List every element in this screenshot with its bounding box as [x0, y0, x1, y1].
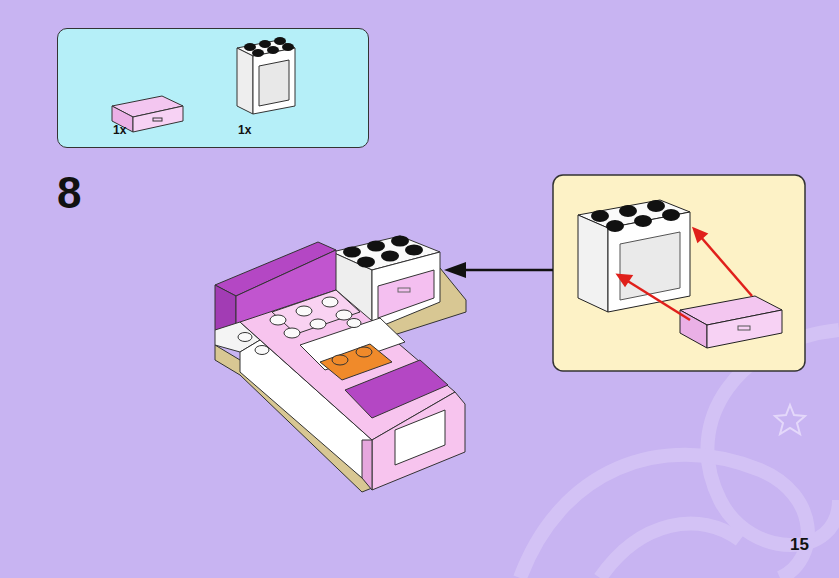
cabinet-part: [237, 37, 295, 114]
pointer-arrow: [444, 262, 553, 278]
parts-panel: 1x 1x: [57, 28, 369, 148]
inset-drawer: [680, 296, 782, 348]
step-number: 8: [57, 168, 81, 218]
insert-arrow: [618, 229, 752, 320]
part-count: 1x: [238, 123, 251, 137]
page-number: 15: [790, 535, 809, 555]
part-icons: [57, 28, 369, 148]
watermark-star: [775, 405, 805, 434]
inset-panel: [553, 175, 805, 371]
part-count: 1x: [113, 123, 126, 137]
bed-model: [215, 236, 466, 493]
inset-cabinet: [578, 200, 690, 312]
